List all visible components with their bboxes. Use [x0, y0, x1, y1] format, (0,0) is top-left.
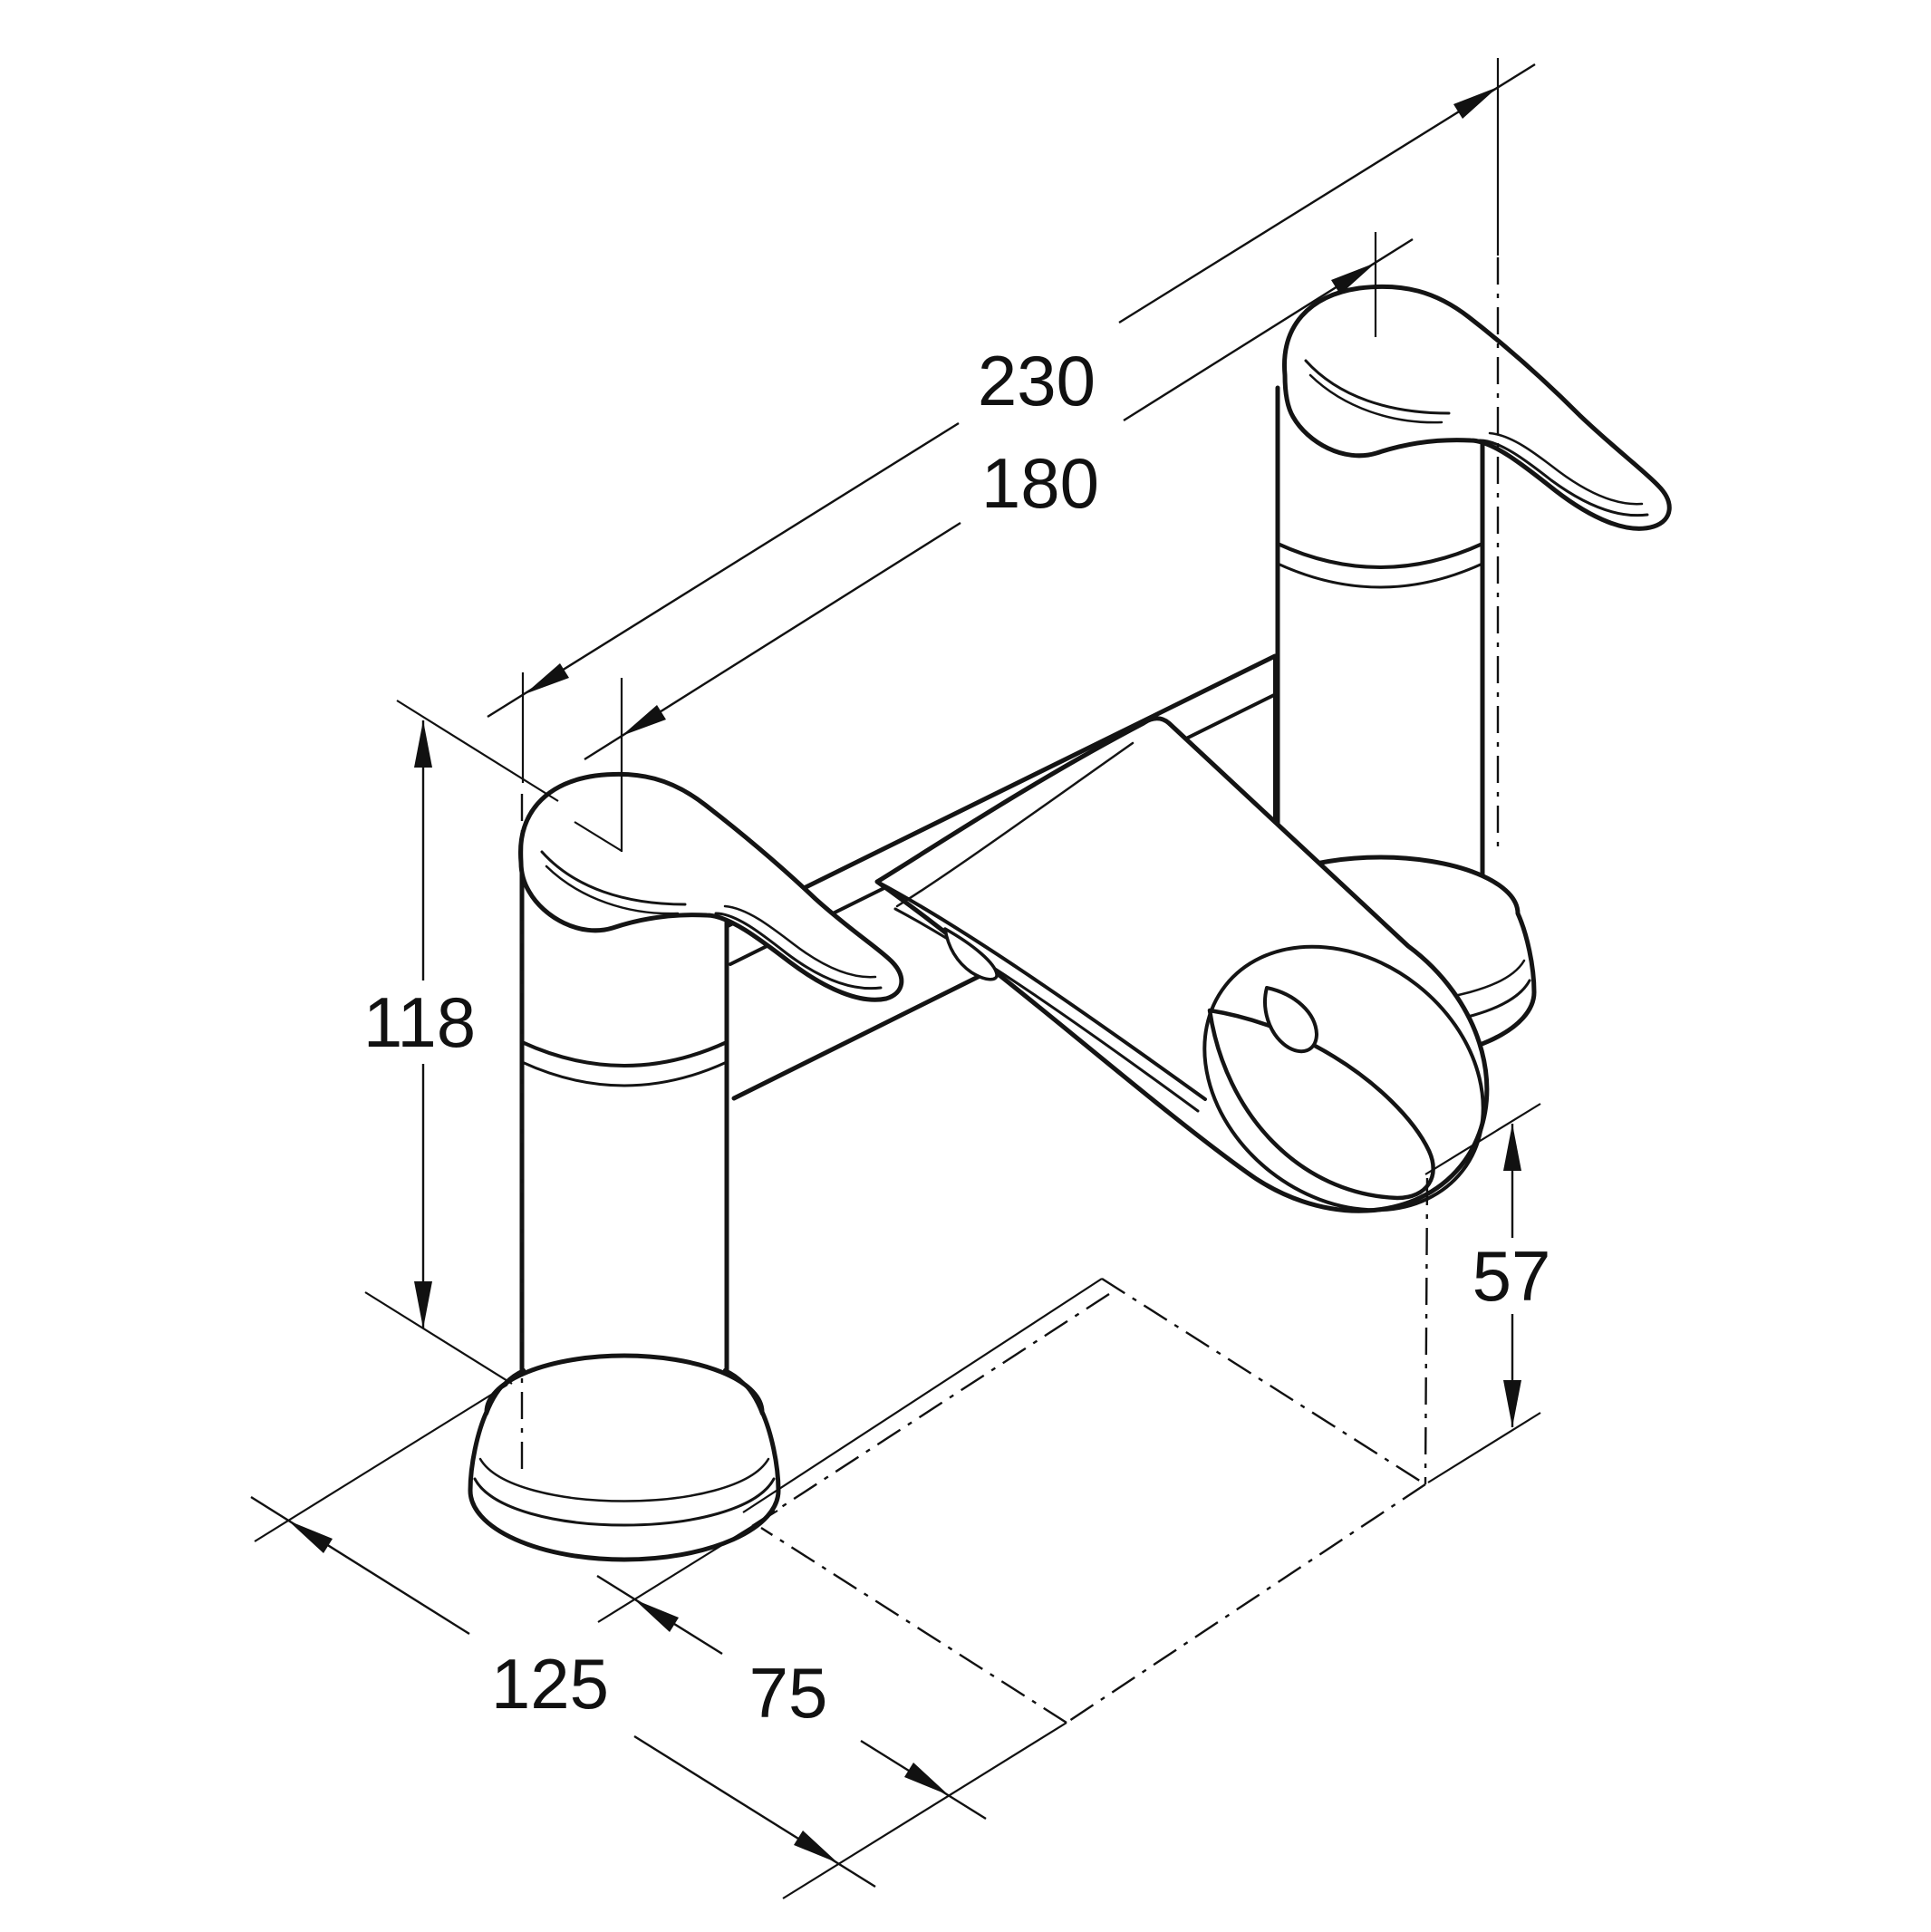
dim-label-body-height: 118	[363, 982, 476, 1062]
dim-spout-clearance: 57	[1424, 1103, 1551, 1483]
dim-label-overall-width: 230	[978, 341, 1096, 420]
dim-overall-width: 230	[487, 58, 1536, 783]
ground-plane	[742, 1277, 1426, 1724]
right-handle	[1281, 284, 1672, 531]
spout	[874, 716, 1490, 1213]
dim-spout-projection: 75	[596, 1510, 987, 1821]
right-pillar	[1275, 302, 1485, 933]
dim-label-spout-clearance: 57	[1472, 1236, 1551, 1316]
dim-label-base-depth: 125	[491, 1644, 609, 1724]
dim-base-depth: 125	[250, 1384, 1067, 1899]
left-base-flange	[468, 1353, 781, 1562]
centerlines	[520, 257, 1500, 1485]
left-handle	[517, 771, 904, 1002]
dim-label-spout-projection: 75	[749, 1653, 828, 1733]
dim-body-height: 118	[363, 700, 559, 1385]
dim-label-tap-centres: 180	[981, 443, 1099, 523]
spout-bar-curl	[943, 927, 999, 981]
left-pillar	[519, 773, 729, 1450]
dim-tap-centres: 180	[574, 232, 1414, 852]
spout-mouth-inner	[1202, 944, 1485, 1212]
